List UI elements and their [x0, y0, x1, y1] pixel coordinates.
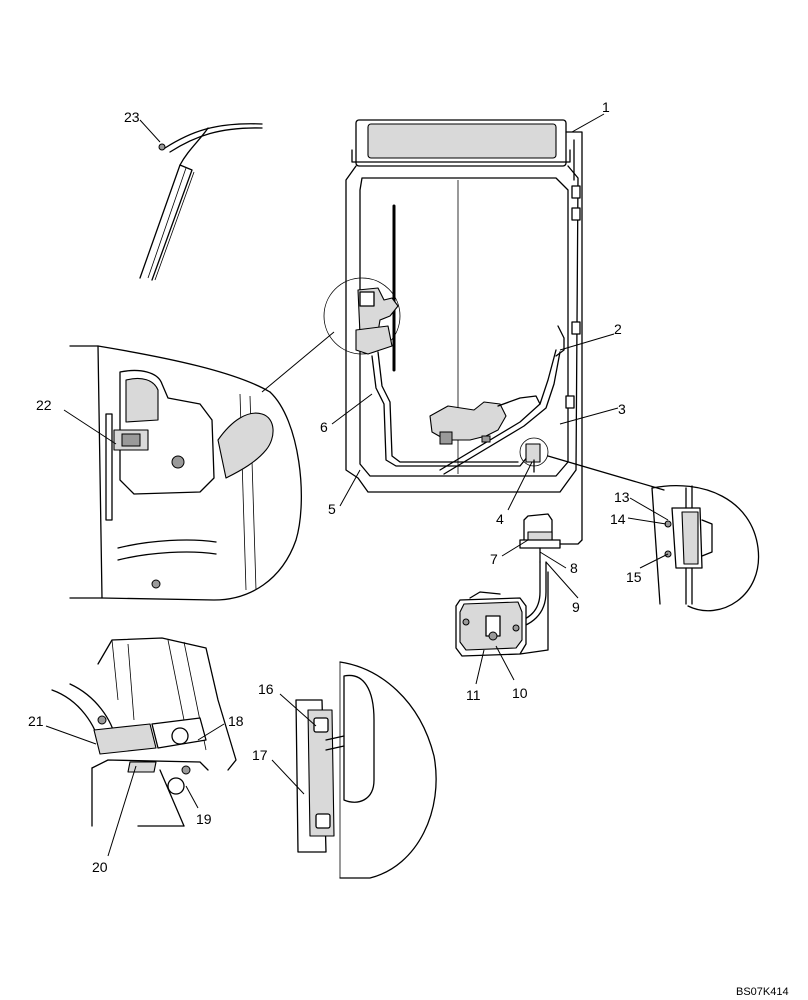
detail-16-17-clip: [295, 661, 437, 879]
callout-18: 18: [228, 713, 244, 729]
callout-5: 5: [328, 501, 336, 517]
callout-3: 3: [618, 401, 626, 417]
callout-13: 13: [614, 489, 630, 505]
cab-reservoir: [429, 395, 541, 445]
callout-1: 1: [602, 99, 610, 115]
callout-4: 4: [496, 511, 504, 527]
detail-22-motor-closeup: [69, 331, 335, 601]
callout-6: 6: [320, 419, 328, 435]
callout-2: 2: [614, 321, 622, 337]
hose-connector-4: [519, 437, 549, 473]
callout-22: 22: [36, 397, 52, 413]
detail-23-nozzle-tube: [139, 123, 263, 281]
wiper-motor: [323, 277, 401, 355]
callout-20: 20: [92, 859, 108, 875]
callout-15: 15: [626, 569, 642, 585]
callout-14: 14: [610, 511, 626, 527]
detail-18-21-hose-bracket: [51, 637, 237, 827]
callout-23: 23: [124, 109, 140, 125]
callout-labels: 1 2 3 4 5 6 7 8 9 10 11 13 14 15 16 17 1…: [28, 99, 789, 998]
washer-reservoir-10: [455, 591, 527, 657]
leader-lines: [45, 113, 669, 857]
callout-8: 8: [570, 560, 578, 576]
callout-7: 7: [490, 551, 498, 567]
callout-17: 17: [252, 747, 268, 763]
detail-hose-clip-13-15: [547, 455, 760, 612]
callout-10: 10: [512, 685, 528, 701]
callout-9: 9: [572, 599, 580, 615]
callout-16: 16: [258, 681, 274, 697]
rear-nozzle-7: [519, 513, 583, 563]
drawing-reference-code: BS07K414: [736, 986, 789, 998]
callout-11: 11: [466, 687, 481, 703]
callout-21: 21: [28, 713, 44, 729]
callout-19: 19: [196, 811, 212, 827]
cab-rear-window-frame: [345, 119, 583, 541]
